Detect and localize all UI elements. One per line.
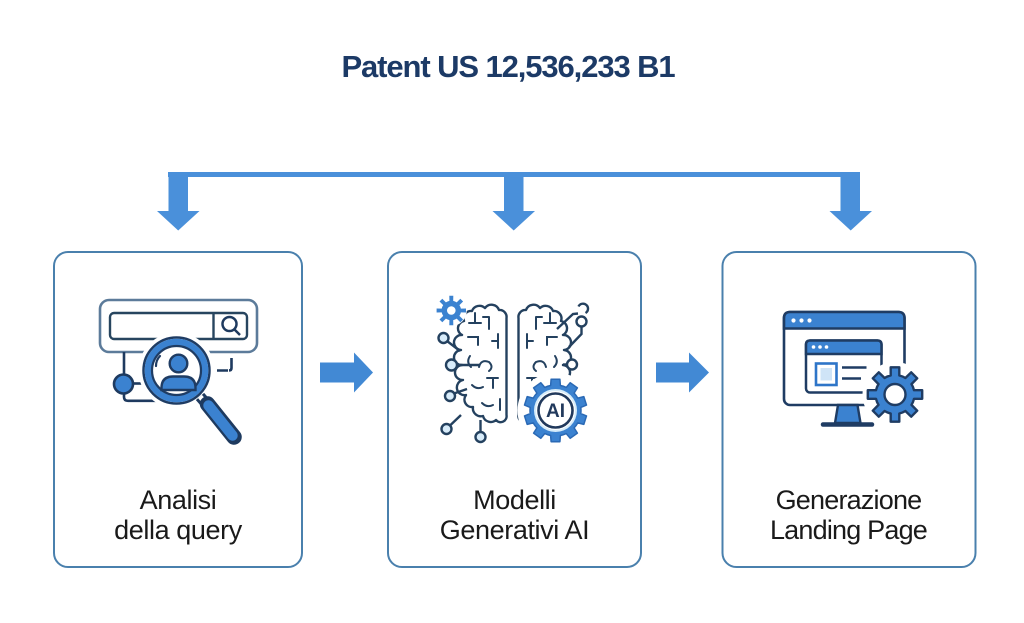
svg-text:AI: AI xyxy=(546,401,565,422)
